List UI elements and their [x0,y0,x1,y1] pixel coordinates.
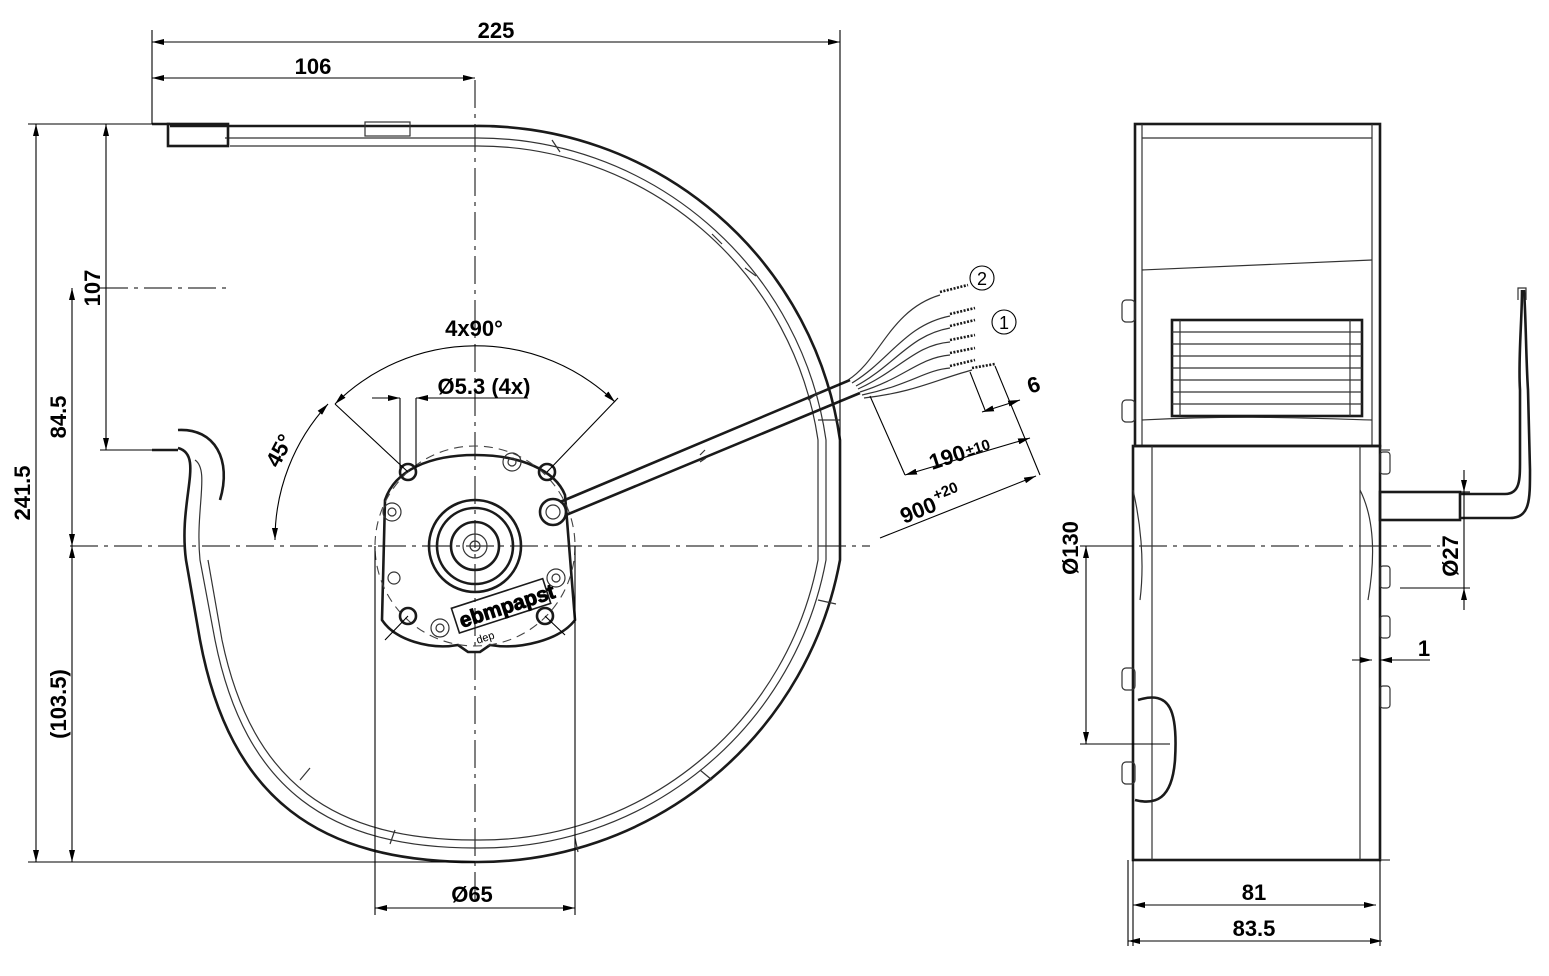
motor-cable [559,283,996,517]
svg-text:190: 190 [926,440,969,475]
scroll-housing-inner-2 [207,145,819,841]
svg-text:1: 1 [999,313,1009,333]
mounting-holes [398,462,557,626]
svg-text:2: 2 [977,269,987,289]
dim-lead-strip-length: 6 [1024,371,1043,399]
scroll-housing-inner-1 [194,137,827,849]
dim-lead-short: 190 ±10 [926,436,993,475]
front-view: ebmpapst dep 2 1 [10,18,1043,915]
dim-mounting-holes: Ø5.3 (4x) [438,374,531,399]
dim-lead-long: 900 +20 [897,479,961,529]
dim-overall-height: 241.5 [10,465,35,520]
lower-housing [1131,444,1382,862]
svg-text:+20: +20 [931,479,961,504]
cable-gland [538,497,568,527]
outlet-tab [364,121,411,137]
screws [382,452,566,638]
scroll-housing-outer [170,124,842,864]
dim-outlet-height: 107 [80,270,105,307]
dim-width-inner: 81 [1242,880,1266,905]
svg-text:±10: ±10 [964,436,993,460]
dim-offset: 1 [1418,636,1430,661]
motor-hub [427,498,523,594]
impeller-blades [1172,320,1362,416]
scroll-segment-marks [299,139,840,853]
dim-outlet-bottom-to-center: 84.5 [46,396,71,439]
motor-hub-side [1378,490,1462,522]
dim-bolt-circle: Ø65 [451,882,493,907]
side-view: Ø130 Ø27 1 81 83.5 [1058,122,1532,946]
outlet-flange-top [166,122,230,148]
callout-1: 1 [991,309,1017,335]
logo-subtext: dep [475,630,496,647]
side-tabs [1121,299,1391,785]
dim-hub-diameter: Ø27 [1438,535,1463,577]
dim-inlet-diameter: Ø130 [1058,521,1083,575]
inlet-ring [1134,696,1177,803]
dim-overall-width: 225 [478,18,515,43]
scroll-tongue [177,428,226,501]
dim-width-outer: 83.5 [1233,916,1276,941]
callout-2: 2 [969,265,995,291]
dim-outlet-to-center: 106 [295,54,332,79]
dim-hole-pattern-angle: 4x90° [445,316,503,341]
dim-center-to-bottom: (103.5) [46,669,71,739]
cable-side [1460,289,1524,496]
dim-hole-offset-angle: 45° [261,430,299,471]
